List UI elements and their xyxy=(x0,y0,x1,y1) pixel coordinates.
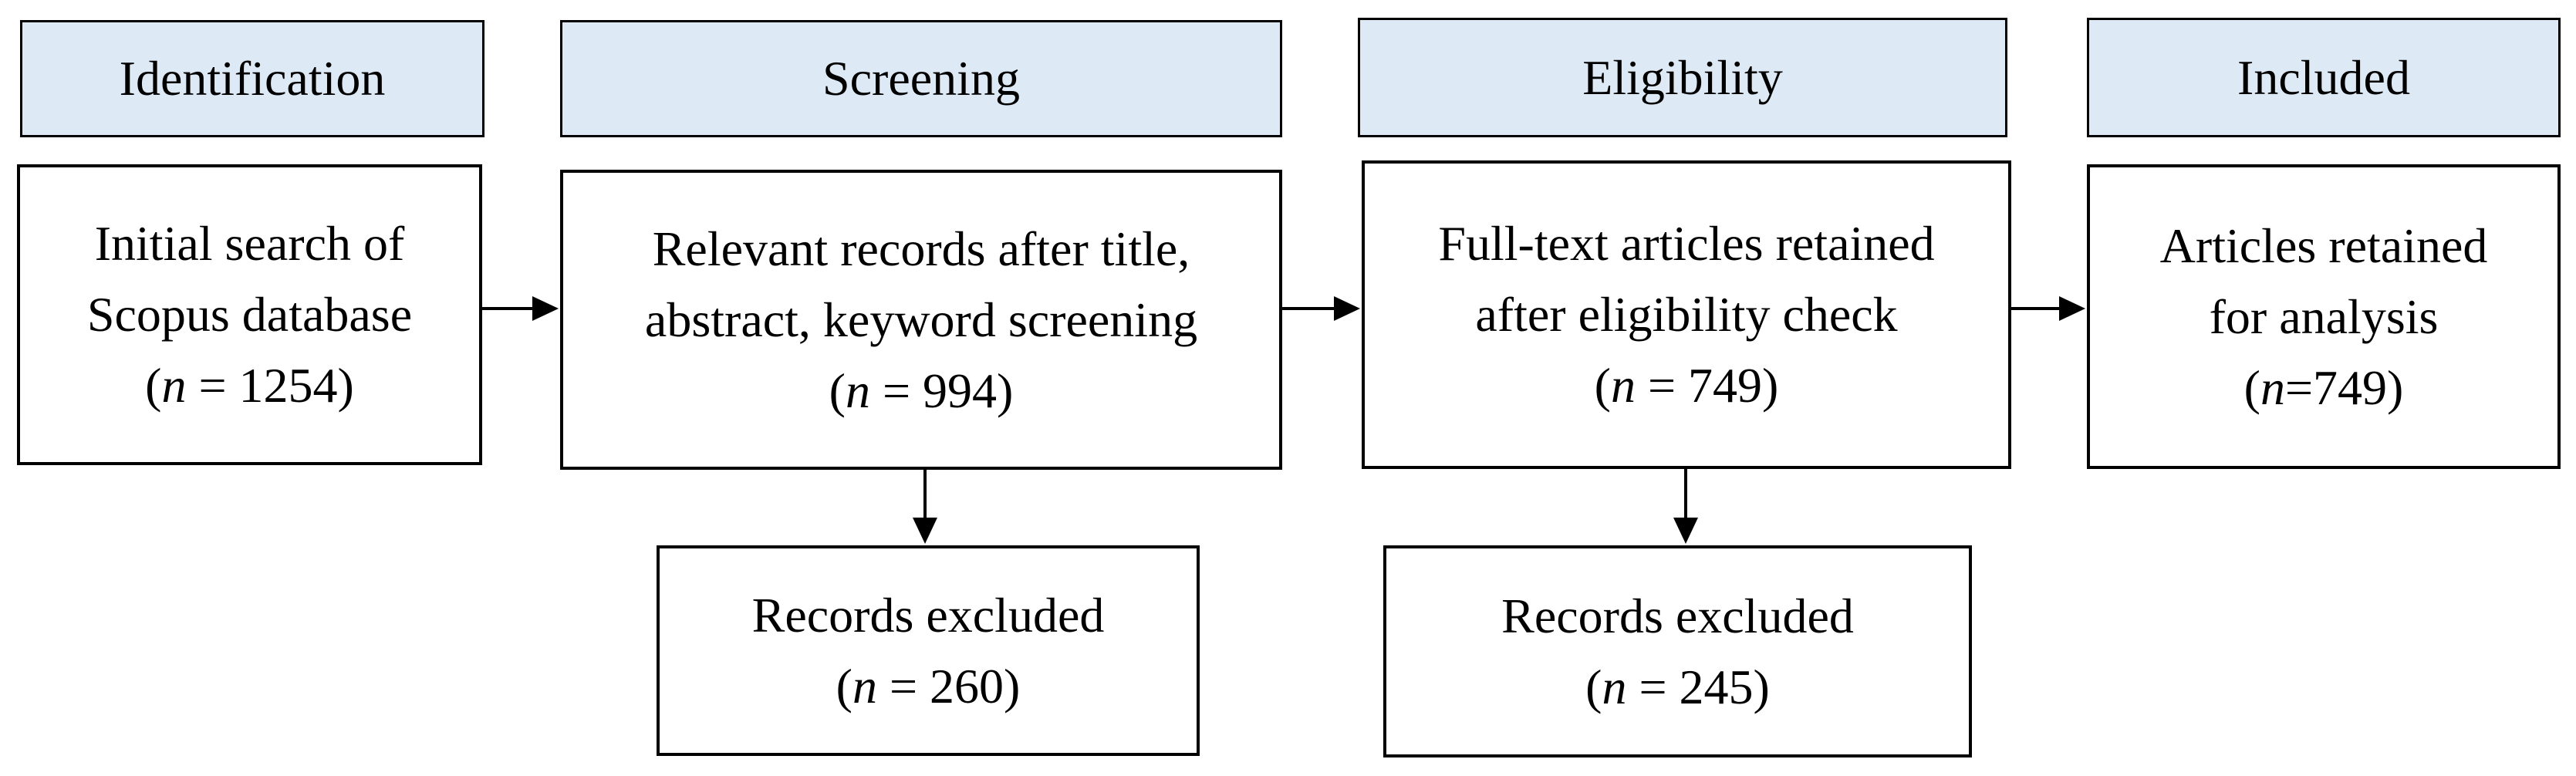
screening-text-line-2: abstract, keyword screening xyxy=(644,292,1198,347)
stage-header-eligibility: Eligibility xyxy=(1358,18,2007,137)
arrow-screening-to-eligibility xyxy=(1282,296,1360,321)
identification-box: Initial search of Scopus database (n = 1… xyxy=(17,164,482,465)
screening-exclusion-box: Records excluded (n = 260) xyxy=(657,545,1200,756)
stage-header-identification: Identification xyxy=(20,20,484,137)
included-text-line-1: Articles retained xyxy=(2159,218,2488,273)
identification-count-value: = 1254 xyxy=(186,358,338,413)
eligibility-exclusion-box: Records excluded (n = 245) xyxy=(1383,545,1972,757)
eligibility-text-line-2: after eligibility check xyxy=(1475,287,1898,342)
included-text-line-2: for analysis xyxy=(2209,288,2439,344)
included-count-symbol: n xyxy=(2260,359,2285,415)
arrow-screening-to-exclusion xyxy=(913,470,937,544)
eligibility-count-symbol: n xyxy=(1610,358,1636,413)
identification-text-line-2: Scopus database xyxy=(86,287,413,342)
arrow-eligibility-to-exclusion xyxy=(1673,469,1698,544)
screening-box: Relevant records after title, abstract, … xyxy=(560,170,1282,470)
eligibility-exclusion-count-value: = 245 xyxy=(1626,659,1754,714)
screening-exclusion-count-value: = 260 xyxy=(876,658,1004,714)
eligibility-exclusion-count: (n = 245) xyxy=(1585,659,1770,714)
eligibility-exclusion-text: Records excluded xyxy=(1501,588,1854,643)
included-count-value: =749 xyxy=(2284,359,2388,415)
stage-header-included: Included xyxy=(2087,18,2561,137)
eligibility-text-line-1: Full-text articles retained xyxy=(1438,216,1935,271)
screening-count: (n = 994) xyxy=(829,363,1014,418)
eligibility-count-value: = 749 xyxy=(1635,358,1763,413)
stage-header-screening: Screening xyxy=(560,20,1282,137)
stage-label-included: Included xyxy=(2237,49,2410,105)
arrow-eligibility-to-included xyxy=(2011,296,2085,321)
eligibility-exclusion-count-symbol: n xyxy=(1602,659,1627,714)
stage-label-screening: Screening xyxy=(822,51,1020,106)
arrow-identification-to-screening xyxy=(482,296,559,321)
screening-exclusion-count: (n = 260) xyxy=(836,658,1021,714)
included-count: (n=749) xyxy=(2243,359,2404,415)
stage-label-identification: Identification xyxy=(119,51,386,106)
screening-count-symbol: n xyxy=(845,363,870,418)
identification-text-line-1: Initial search of xyxy=(94,216,405,271)
eligibility-count: (n = 749) xyxy=(1594,358,1779,413)
screening-text-line-1: Relevant records after title, xyxy=(652,221,1190,276)
screening-count-value: = 994 xyxy=(869,363,998,418)
screening-exclusion-count-symbol: n xyxy=(852,658,877,714)
identification-count-symbol: n xyxy=(161,358,187,413)
screening-exclusion-text: Records excluded xyxy=(751,587,1105,643)
stage-label-eligibility: Eligibility xyxy=(1582,49,1783,105)
included-box: Articles retained for analysis (n=749) xyxy=(2087,164,2561,469)
identification-count: (n = 1254) xyxy=(145,358,354,413)
eligibility-box: Full-text articles retained after eligib… xyxy=(1362,160,2011,469)
